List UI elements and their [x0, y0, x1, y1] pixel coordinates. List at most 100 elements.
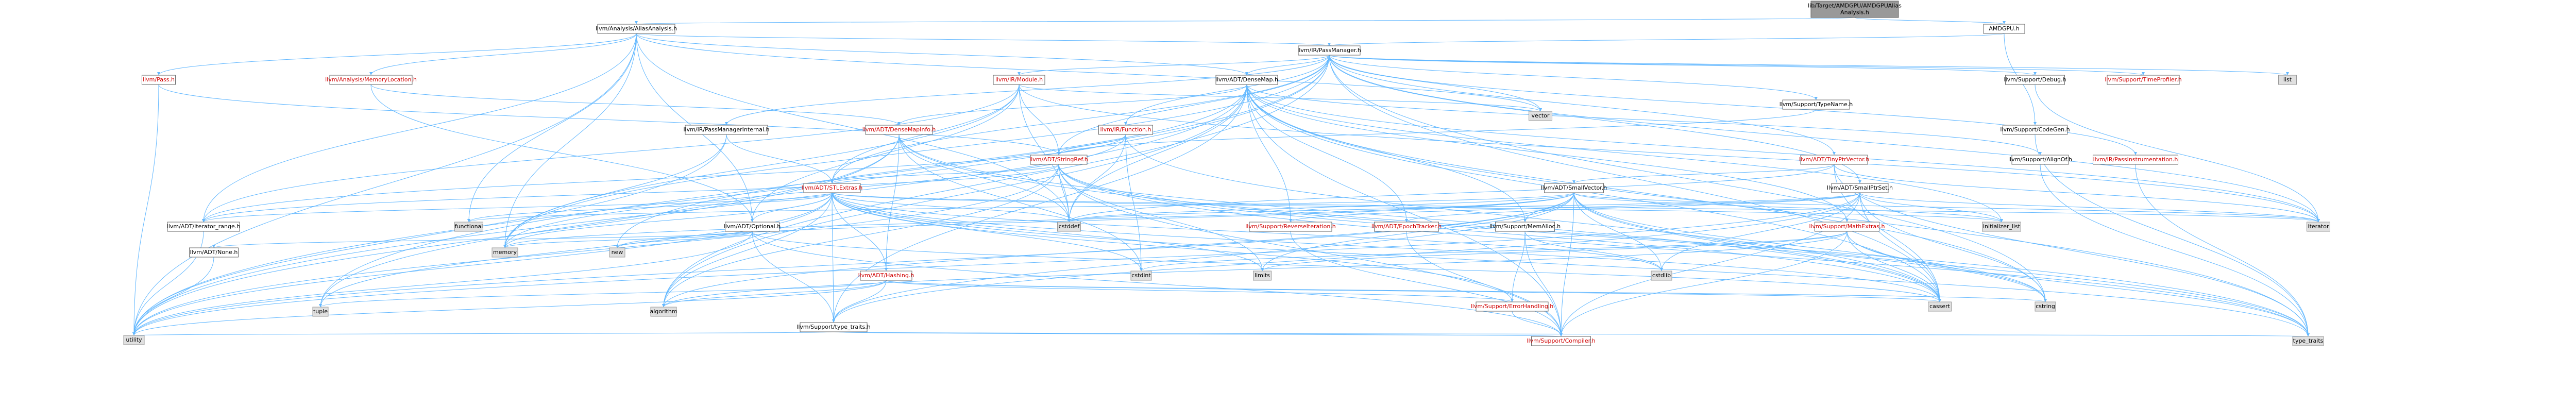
node-stringref[interactable]: llvm/ADT/StringRef.h	[1029, 155, 1088, 165]
node-codegen[interactable]: llvm/Support/CodeGen.h	[2000, 125, 2070, 135]
node-pass[interactable]: llvm/Pass.h	[142, 75, 176, 85]
arrowhead-smallptrset-to-iterator	[2317, 219, 2320, 222]
arrowhead-smallptrset-to-reviter	[1289, 219, 1292, 222]
node-compiler[interactable]: llvm/Support/Compiler.h	[1527, 336, 1596, 346]
node-densemap-label: llvm/ADT/DenseMap.h	[1215, 76, 1278, 83]
node-adtnone-label: llvm/ADT/None.h	[190, 249, 238, 256]
arrowhead-root-to-amdgpu	[2003, 21, 2006, 24]
node-amdgpu[interactable]: AMDGPU.h	[1983, 24, 2025, 34]
arrowhead-hashing-to-algorithm	[662, 304, 665, 307]
node-memloc[interactable]: llvm/Analysis/MemoryLocation.h	[325, 75, 417, 85]
node-adtnone[interactable]: llvm/ADT/None.h	[189, 247, 239, 258]
node-irfunction-box	[1098, 125, 1153, 135]
arrowhead-aa-to-memloc	[369, 72, 372, 75]
node-tinyptr[interactable]: llvm/ADT/TinyPtrVector.h	[1799, 155, 1869, 165]
edge-densemap-to-densemapinfo	[899, 84, 1247, 126]
edge-smallvector-to-memory	[504, 192, 1574, 248]
node-reviter-box	[1249, 222, 1332, 232]
node-tinyptr-label: llvm/ADT/TinyPtrVector.h	[1799, 156, 1869, 163]
node-amdgpu-box	[1983, 24, 2025, 34]
edge-smallptrset-to-reviter	[1290, 192, 1860, 223]
edge-densemap-to-compiler	[1246, 84, 1562, 337]
edge-codegen-to-type_traits	[2035, 134, 2309, 337]
edge-mathextras-to-algorithm	[663, 231, 1848, 308]
edge-irfunction-to-cstddef	[1069, 134, 1126, 223]
node-pminternal-label: llvm/IR/PassManagerInternal.h	[683, 126, 769, 133]
node-cstring-label: cstring	[2036, 303, 2055, 310]
edge-passmgr-to-timeprof	[1329, 55, 2144, 76]
edge-pminternal-to-utility	[133, 134, 727, 336]
node-smallvector[interactable]: llvm/ADT/SmallVector.h	[1541, 183, 1607, 193]
edge-passmgr-to-tinyptr	[1329, 55, 1835, 156]
node-passinstr-box	[2093, 155, 2178, 165]
edge-hashing-to-errhandling	[886, 280, 1513, 302]
node-passmgr-box	[1298, 45, 1361, 56]
edge-stlextras-to-utility	[133, 192, 833, 336]
node-densemap-box	[1215, 75, 1278, 85]
edge-aa-to-memory	[504, 33, 637, 248]
edge-densemap-to-mathextras	[1246, 84, 1848, 223]
node-functional: functional	[454, 222, 483, 232]
edge-passmgr-to-stlextras	[832, 55, 1330, 184]
node-iterrange[interactable]: llvm/ADT/iterator_range.h	[167, 222, 240, 232]
node-debug[interactable]: llvm/Support/Debug.h	[2004, 75, 2066, 85]
node-irfunction[interactable]: llvm/IR/Function.h	[1098, 125, 1153, 135]
node-algorithm-label: algorithm	[650, 308, 677, 315]
node-optional[interactable]: llvm/ADT/Optional.h	[724, 222, 781, 232]
node-pminternal[interactable]: llvm/IR/PassManagerInternal.h	[683, 125, 770, 135]
node-reviter[interactable]: llvm/Support/ReverseIteration.h	[1245, 222, 1336, 232]
edge-densemap-to-type_traits	[1246, 84, 2309, 337]
node-typename[interactable]: llvm/Support/TypeName.h	[1780, 99, 1853, 110]
edge-memalloc-to-compiler	[1524, 231, 1562, 337]
node-cstring: cstring	[2035, 301, 2056, 312]
edge-aa-to-utility	[133, 33, 637, 336]
node-hashing[interactable]: llvm/ADT/Hashing.h	[858, 270, 914, 281]
edge-smallvector-to-cstdlib	[1573, 192, 1662, 272]
edge-densemapinfo-to-cstddef	[899, 134, 1070, 223]
edge-irfunction-to-iterrange	[203, 134, 1126, 223]
node-root-label: Analysis.h	[1840, 9, 1869, 16]
edge-irmodule-to-optional	[752, 84, 1020, 223]
node-passinstr-label: llvm/IR/PassInstrumentation.h	[2093, 156, 2178, 163]
node-errhandling[interactable]: llvm/Support/ErrorHandling.h	[1471, 301, 1554, 312]
arrowhead-passmgr-to-smallptrset	[1858, 180, 1861, 183]
arrowhead-passmgr-to-typename	[1815, 97, 1818, 100]
edge-smallvector-to-algorithm	[663, 192, 1574, 308]
node-list-label: list	[2283, 76, 2292, 83]
node-irmodule[interactable]: llvm/IR/Module.h	[993, 75, 1045, 85]
node-mathextras[interactable]: llvm/Support/MathExtras.h	[1809, 222, 1885, 232]
node-densemap[interactable]: llvm/ADT/DenseMap.h	[1215, 75, 1278, 85]
node-memalloc[interactable]: llvm/Support/MemAlloc.h	[1489, 222, 1561, 232]
edge-aa-to-densemap	[636, 33, 1247, 76]
node-passmgr[interactable]: llvm/IR/PassManager.h	[1297, 45, 1361, 56]
node-memory: memory	[492, 247, 518, 258]
node-alignof[interactable]: llvm/Support/AlignOf.h	[2008, 155, 2072, 165]
edge-densemapinfo-to-hashing	[886, 134, 900, 272]
edge-root-to-aa	[636, 17, 1855, 25]
edge-hashing-to-cstring	[886, 280, 2046, 302]
node-type_traits-box	[2292, 336, 2324, 346]
edge-passmgr-to-tuple	[320, 55, 1330, 308]
node-densemapinfo[interactable]: llvm/ADT/DenseMapInfo.h	[862, 125, 936, 135]
node-algorithm-box	[650, 307, 677, 317]
node-smallptrset[interactable]: llvm/ADT/SmallPtrSet.h	[1827, 183, 1893, 193]
node-passinstr[interactable]: llvm/IR/PassInstrumentation.h	[2093, 155, 2178, 165]
node-hashing-label: llvm/ADT/Hashing.h	[858, 272, 914, 279]
node-initlist: initializer_list	[1982, 222, 2021, 232]
node-optional-label: llvm/ADT/Optional.h	[724, 223, 781, 230]
node-epochtracker[interactable]: llvm/ADT/EpochTracker.h	[1371, 222, 1442, 232]
edge-stringref-to-algorithm	[663, 164, 1059, 308]
node-stlextras[interactable]: llvm/ADT/STLExtras.h	[802, 183, 863, 193]
edge-tinyptr-to-iterator	[1834, 164, 2319, 223]
node-timeprof[interactable]: llvm/Support/TimeProfiler.h	[2105, 75, 2182, 85]
edge-stlextras-to-limits	[832, 192, 1263, 272]
edge-smallvector-to-limits	[1262, 192, 1574, 272]
node-alignof-box	[2011, 155, 2069, 165]
node-typetraits_h[interactable]: llvm/Support/type_traits.h	[796, 322, 871, 332]
node-aa[interactable]: llvm/Analysis/AliasAnalysis.h	[596, 24, 677, 34]
node-new: new	[609, 247, 625, 258]
edge-stringref-to-iterrange	[203, 164, 1059, 223]
edge-passmgr-to-iterator	[1329, 55, 2319, 223]
